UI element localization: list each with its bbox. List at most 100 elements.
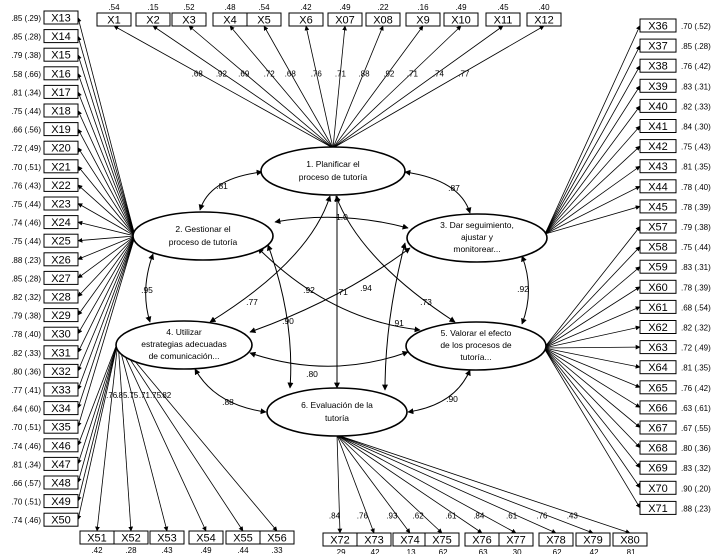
loading-path [77, 110, 136, 237]
loading-path [336, 434, 517, 534]
indicator-value: .79 (.38) [11, 312, 41, 321]
indicator-box [612, 532, 648, 547]
loading-path [117, 340, 244, 532]
loading-path [336, 434, 411, 534]
indicator-value: .90 (.20) [681, 484, 711, 493]
indicator-box [43, 140, 79, 155]
loading-path [336, 434, 443, 534]
loading-value: .61 [445, 511, 457, 520]
loading-path [77, 220, 136, 237]
indicator-label: X69 [648, 463, 668, 475]
loading-path [543, 246, 641, 349]
loading-value: .84 [473, 511, 485, 520]
indicator-box [43, 103, 79, 118]
indicator-label: X10 [451, 15, 471, 27]
loading-path [77, 54, 136, 237]
loading-path [543, 347, 641, 469]
loading-value: .75 [127, 391, 139, 400]
loading-paths [76, 17, 641, 534]
indicator-label: X6 [299, 15, 312, 27]
loading-path [76, 340, 119, 521]
indicator-label: X60 [648, 282, 668, 294]
loading-path [77, 128, 136, 237]
loading-path [263, 25, 334, 149]
indicator-value: .80 (.36) [681, 444, 711, 453]
indicator-label: X29 [51, 310, 71, 322]
loading-path [77, 235, 136, 409]
indicator-value: .49 [339, 3, 351, 12]
loading-path [332, 25, 347, 149]
loading-path [77, 147, 136, 237]
indicator-box [639, 139, 677, 154]
loading-value: .85 [116, 391, 128, 400]
loading-value: .76 [536, 511, 548, 520]
latent-label: 5. Valorar el efecto [441, 328, 512, 338]
indicator-value: .58 (.66) [11, 70, 41, 79]
correlation-value: .88 [222, 397, 234, 407]
indicator-label: X31 [51, 347, 71, 359]
indicator-box [43, 456, 79, 471]
loading-path [77, 235, 136, 335]
loading-path [188, 25, 334, 149]
indicator-label: X21 [51, 161, 71, 173]
latent-label: ajustar y [461, 232, 494, 242]
indicator-box [639, 58, 677, 73]
latent-label: monitorear... [453, 244, 500, 254]
indicator-value: .77 (.41) [11, 386, 41, 395]
loading-path [544, 85, 641, 235]
indicator-value: .85 (.29) [11, 14, 41, 23]
loading-path [544, 125, 641, 235]
indicator-value: .75 (.44) [11, 200, 41, 209]
indicator-box [639, 440, 677, 455]
indicator-value: .78 (.40) [681, 183, 711, 192]
loading-path [332, 25, 424, 149]
indicator-value: .54 [108, 3, 120, 12]
loading-path [117, 340, 278, 532]
indicator-label: X22 [51, 180, 71, 192]
indicator-value: .75 (.44) [681, 243, 711, 252]
indicator-label: X42 [648, 141, 668, 153]
indicator-label: X24 [51, 217, 71, 229]
indicator-value: .70 (.52) [681, 22, 711, 31]
indicator-value: .74 (.46) [11, 516, 41, 525]
indicator-box [43, 345, 79, 360]
correlation-value: .94 [360, 283, 372, 293]
indicator-label: X9 [416, 15, 429, 27]
indicator-box [149, 530, 185, 545]
loading-path [544, 165, 641, 235]
indicator-box [356, 532, 392, 547]
loading-path [543, 347, 641, 509]
correlation-curve [382, 242, 407, 391]
indicator-box [246, 12, 282, 27]
indicator-label: X25 [51, 236, 71, 248]
indicator-value: .13 [404, 548, 416, 554]
correlation-value: .73 [420, 297, 432, 307]
indicator-label: X75 [432, 535, 452, 547]
latent-factor [132, 211, 274, 261]
indicator-label: X13 [51, 13, 71, 25]
loading-path [229, 25, 334, 149]
indicator-box [43, 438, 79, 453]
correlation-value: .71 [336, 287, 348, 297]
latent-label: estrategias adecuadas [141, 339, 227, 349]
indicator-value: .82 (.33) [681, 102, 711, 111]
indicator-value: .28 [125, 546, 137, 554]
indicator-box [43, 159, 79, 174]
loading-path [77, 340, 119, 465]
indicator-box [43, 308, 79, 323]
loading-path [543, 347, 641, 428]
indicator-value: .43 [161, 546, 173, 554]
indicator-box [639, 299, 677, 314]
loading-value: .71 [139, 391, 151, 400]
latent-factor [405, 321, 547, 371]
correlation-value: .90 [446, 394, 458, 404]
loading-path [544, 25, 641, 235]
loading-path [95, 340, 119, 532]
correlation-curve [404, 169, 472, 214]
indicator-value: .88 (.23) [11, 256, 41, 265]
indicator-box [639, 239, 677, 254]
loading-path [336, 434, 483, 534]
indicator-box [639, 219, 677, 234]
indicator-box [43, 47, 79, 62]
